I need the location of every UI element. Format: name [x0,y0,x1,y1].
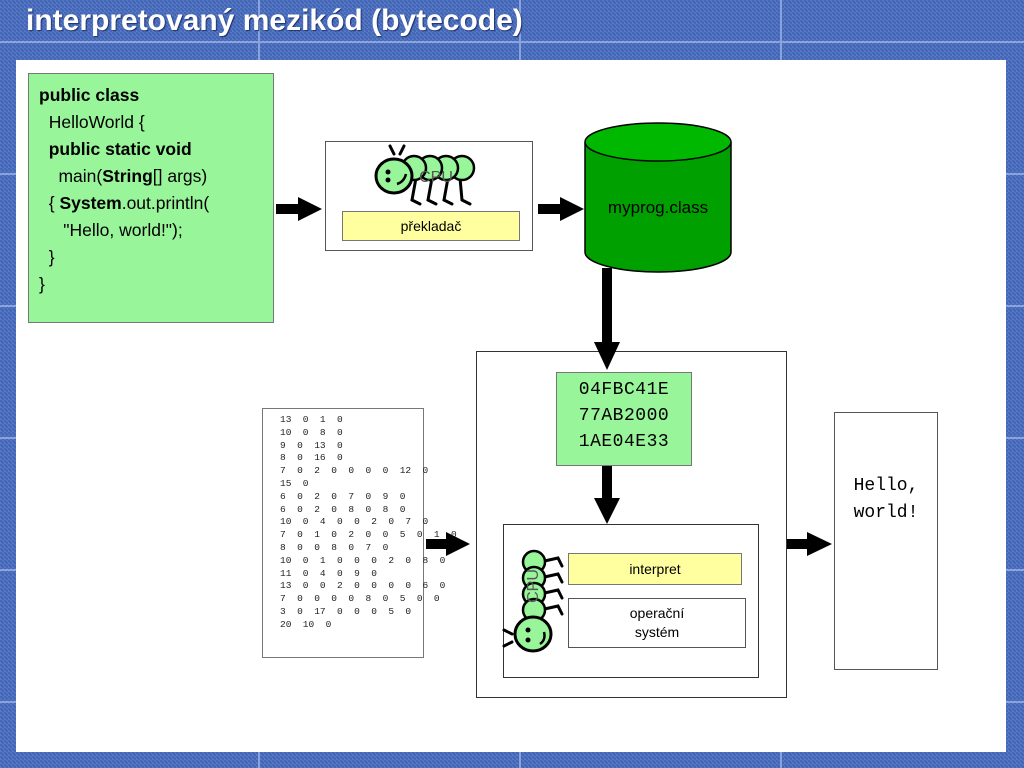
bytecode-line: 13 0 1 0 [280,414,343,425]
machine-code-box: 04FBC41E 77AB2000 1AE04E33 [556,372,692,466]
bytecode-line: 6 0 2 0 8 0 8 0 [280,503,406,515]
source-code-line: public static void [39,136,273,163]
output-line1: Hello, [853,476,919,496]
source-code-line: "Hello, world!"); [39,217,273,244]
source-code-box: public class HelloWorld { public static … [28,73,274,323]
output-line2: world! [853,503,919,523]
source-code-line: main(String[] args) [39,163,273,190]
compiler-label: překladač [342,211,520,241]
cpu-bug-icon: CPU [374,144,476,206]
source-code-line: } [39,271,273,298]
source-code-token: .out.println( [121,193,210,213]
operating-system-box: operační systém [568,598,746,648]
bytecode-line: 20 10 0 [280,618,332,630]
output-box: Hello, world! [834,412,938,670]
source-code-token: } [39,247,55,267]
os-label-line2: systém [634,624,680,640]
machine-code-line: 04FBC41E [578,380,670,400]
source-code-token: "Hello, world!"); [39,220,183,240]
class-file-label: myprog.class [607,198,709,217]
source-code-line: HelloWorld { [39,109,273,136]
bytecode-line: 15 0 [280,477,309,489]
class-file-cylinder [584,122,732,273]
source-code-token: main( [39,166,103,186]
bytecode-line: 8 0 16 0 [280,452,343,464]
cpu-bug-vertical-icon: CPU [502,549,564,653]
interpret-label: interpret [568,553,742,585]
bytecode-line: 10 0 1 0 0 0 2 0 8 0 [280,554,446,566]
source-code-line: { System.out.println( [39,190,273,217]
source-code-token: } [39,274,45,294]
slide-title: interpretovaný mezikód (bytecode) [26,4,523,37]
source-code-token: String [102,166,153,186]
os-label-line1: operační [629,605,685,621]
bytecode-line: 11 0 4 0 9 0 [280,567,377,579]
bytecode-line: 3 0 17 0 0 0 5 0 [280,605,412,617]
bytecode-line: 10 0 4 0 0 2 0 7 0 [280,516,429,528]
bytecode-line: 7 0 2 0 0 0 0 12 0 [280,465,429,477]
source-code-token: [] args) [152,166,208,186]
bytecode-line: 7 0 0 0 0 8 0 5 0 0 [280,593,440,605]
source-code-token [39,139,49,159]
bytecode-line: 13 0 0 2 0 0 0 0 6 0 [280,580,446,592]
machine-code-line: 1AE04E33 [578,432,670,452]
bytecode-line: 9 0 13 0 [280,439,343,451]
bytecode-line: 6 0 2 0 7 0 9 0 [280,490,406,502]
source-code-token: System [59,193,122,213]
source-code-token: public class [39,85,140,105]
bytecode-line: 8 0 0 8 0 7 0 [280,541,389,553]
source-code-token: HelloWorld { [39,112,145,132]
source-code-line: } [39,244,273,271]
source-code-token: public static void [48,139,192,159]
source-code-token: { [39,193,60,213]
cpu-label: CPU [419,169,453,186]
source-code-line: public class [39,82,273,109]
bytecode-line: 7 0 1 0 2 0 0 5 0 1 0 [280,529,457,541]
bytecode-line: 10 0 8 0 [280,426,343,438]
interpreter-cpu-label: CPU [525,569,542,603]
machine-code-line: 77AB2000 [578,406,670,426]
